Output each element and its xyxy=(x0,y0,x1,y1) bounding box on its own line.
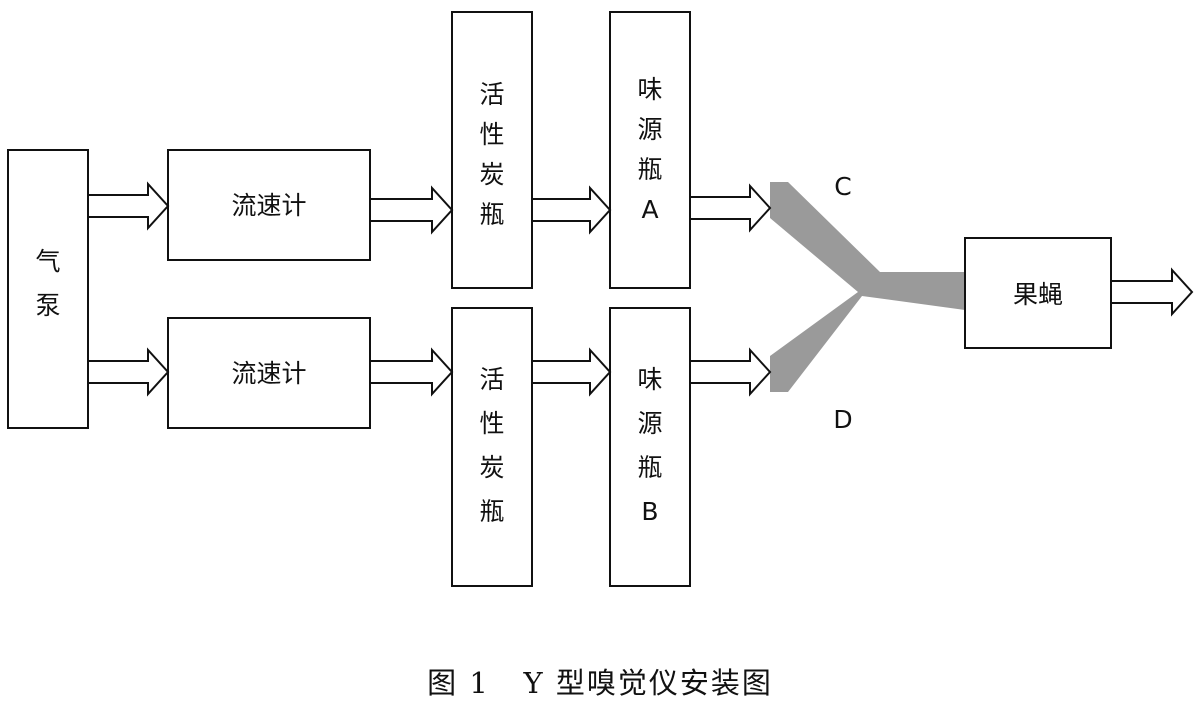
flowmeter-bottom-label: 流速计 xyxy=(231,359,306,388)
flowmeter-top-box xyxy=(167,149,371,261)
arrow-carbon-to-odor-b xyxy=(531,347,612,397)
air-pump-box xyxy=(7,149,89,429)
odor-b-box xyxy=(609,307,691,587)
carbon-bottom-label: 活性炭瓶 xyxy=(479,365,504,526)
carbon-bottom-box xyxy=(451,307,533,587)
odor-a-box xyxy=(609,11,691,289)
figure-number: 图 1 xyxy=(427,666,490,700)
arrow-flies-out xyxy=(1110,267,1194,317)
flies-box xyxy=(964,237,1112,349)
y-tube xyxy=(770,182,965,392)
figure-title: Y 型嗅觉仪安装图 xyxy=(523,666,773,700)
arrow-pump-to-flowmeter-bottom xyxy=(87,347,170,397)
flowmeter-bottom-box xyxy=(167,317,371,429)
arm-c-label: C xyxy=(834,172,851,201)
carbon-top-box xyxy=(451,11,533,289)
arrow-pump-to-flowmeter-top xyxy=(87,181,170,231)
arrow-flowmeter-to-carbon-top xyxy=(369,185,454,235)
flowmeter-top-label: 流速计 xyxy=(231,191,306,220)
carbon-top-label: 活性炭瓶 xyxy=(479,80,504,229)
figure-caption: 图 1 Y 型嗅觉仪安装图 xyxy=(0,660,1200,702)
flies-label: 果蝇 xyxy=(1013,280,1063,309)
arrow-carbon-to-odor-a xyxy=(531,185,612,235)
arm-d-label: D xyxy=(833,405,852,434)
arrow-flowmeter-to-carbon-bottom xyxy=(369,347,454,397)
air-pump-label: 气泵 xyxy=(35,247,60,320)
arrow-odor-a-to-tube xyxy=(689,183,772,233)
arrow-odor-b-to-tube xyxy=(689,347,772,397)
